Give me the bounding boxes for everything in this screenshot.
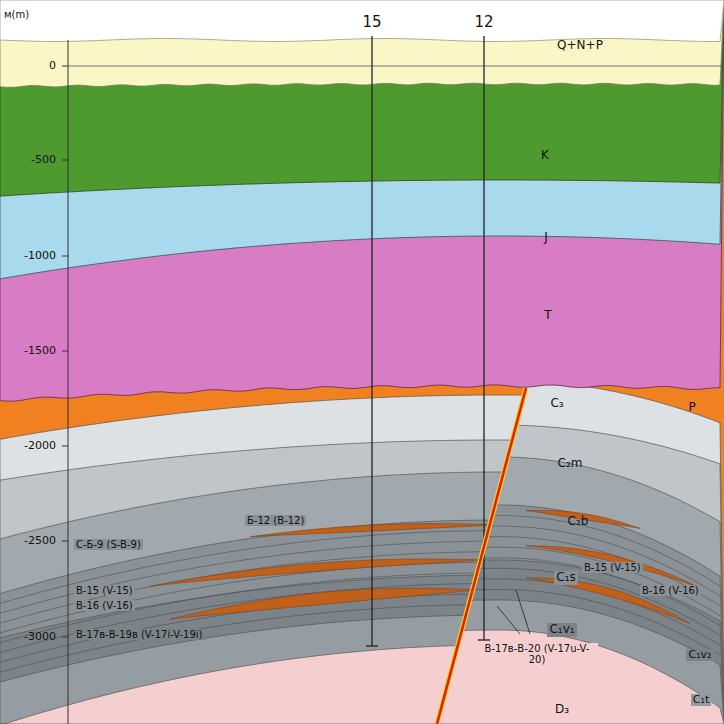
fault-line — [437, 388, 526, 724]
section-shape — [0, 560, 724, 724]
well-bottom — [478, 639, 490, 640]
reservoir-lens — [250, 524, 500, 537]
bed-label: В-17в-В-20 (V-17u-V-20) — [476, 643, 598, 665]
bed-label: С-Б-9 (S-B-9) — [74, 539, 143, 550]
bed-line — [0, 516, 720, 589]
depth-value: -2000 — [24, 440, 56, 452]
cenozoic-fill — [0, 0, 724, 87]
layer-label: C₂b — [568, 515, 589, 528]
layer-label: J — [544, 231, 548, 244]
reservoir-lens — [170, 588, 480, 619]
bed-label: Б-12 (B-12) — [245, 515, 306, 526]
section-shape — [0, 600, 724, 724]
jurassic-fill — [0, 0, 724, 279]
depth-value: -500 — [31, 154, 56, 166]
leader-line — [497, 606, 520, 634]
depth-value: -2500 — [24, 535, 56, 547]
ground-surface — [0, 0, 724, 42]
bed-line — [0, 568, 720, 637]
layer-label: P — [688, 401, 695, 414]
layer-label: C₁v₁ — [547, 623, 576, 636]
reservoir-lens — [150, 559, 490, 586]
leader-line — [516, 590, 530, 634]
section-shape — [0, 457, 724, 724]
depth-value: -1000 — [24, 250, 56, 262]
section-shape — [0, 505, 724, 724]
bed-label: В-17в-В-19в (V-17i-V-19i) — [74, 629, 205, 640]
well-number: 12 — [474, 14, 493, 31]
layer-label: T — [544, 309, 551, 322]
bed-label: В-16 (V-16) — [640, 585, 701, 596]
layer-label: C₃ — [550, 397, 563, 410]
layer-label: Q+N+P — [557, 39, 603, 52]
section-shape — [0, 630, 724, 724]
layer-label: D₃ — [555, 703, 569, 716]
bed-line — [0, 526, 720, 598]
section-shape — [0, 425, 724, 724]
sea-level-line — [68, 66, 724, 67]
well-bottom — [366, 645, 378, 646]
well-number: 15 — [362, 14, 381, 31]
layer-label: C₂m — [558, 457, 583, 470]
bed-label: В-15 (V-15) — [582, 562, 643, 573]
depth-axis — [68, 40, 69, 724]
reservoir-lens — [526, 510, 640, 528]
cretaceous-fill — [0, 0, 724, 196]
layer-label: K — [541, 149, 549, 162]
fault-halo — [437, 388, 526, 724]
axis-unit: м(m) — [4, 9, 29, 20]
depth-value: 0 — [49, 60, 56, 72]
triassic-fill — [0, 0, 724, 401]
layer-label: C₁v₂ — [686, 649, 713, 661]
bed-label: В-16 (V-16) — [74, 600, 135, 611]
section-shape — [0, 380, 724, 724]
bed-label: В-15 (V-15) — [74, 585, 135, 596]
layer-label: C₁s — [554, 571, 577, 584]
axis-ticks — [62, 66, 68, 637]
bed-line — [0, 558, 720, 628]
depth-value: -3000 — [24, 631, 56, 643]
well-line — [371, 36, 372, 646]
bed-line — [0, 579, 720, 648]
depth-value: -1500 — [24, 345, 56, 357]
bed-line — [0, 589, 720, 657]
layer-label: C₁t — [691, 694, 711, 706]
